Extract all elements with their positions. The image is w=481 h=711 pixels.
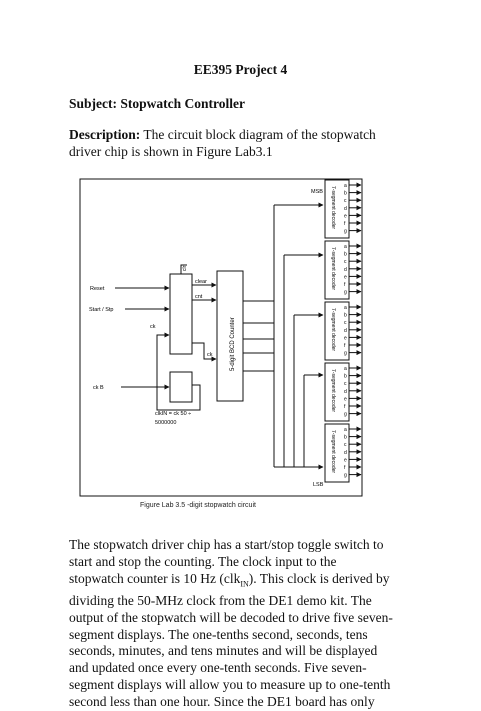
segment-label: f xyxy=(344,282,346,288)
segment-label: a xyxy=(344,244,347,250)
segment-label: b xyxy=(344,313,347,319)
segment-label: d xyxy=(344,450,347,456)
decoder-label: 7-segment decoder xyxy=(330,430,336,473)
lsb-label: LSB xyxy=(313,482,324,488)
segment-label: b xyxy=(344,191,347,197)
subject-value: Stopwatch Controller xyxy=(120,96,245,111)
body-paragraph: The stopwatch driver chip has a start/st… xyxy=(69,537,393,709)
segment-label: g xyxy=(344,351,347,357)
figure-caption: Figure Lab 3.5 -digit stopwatch circuit xyxy=(140,502,256,509)
control-block xyxy=(169,273,193,355)
segment-label: g xyxy=(344,229,347,235)
segment-label: f xyxy=(344,465,346,471)
bcd-counter-block xyxy=(216,270,244,402)
segment-label: c xyxy=(344,381,347,387)
decoder-label: 7-segment decoder xyxy=(330,369,336,412)
clock-divider-block xyxy=(169,371,193,403)
segment-label: c xyxy=(344,320,347,326)
description-paragraph: Description: The circuit block diagram o… xyxy=(69,127,376,159)
segment-label: e xyxy=(344,213,347,219)
clock-formula-line1: clkIN = ck 50 ÷ xyxy=(155,411,191,417)
counter-label: 5-digit BCD Counter xyxy=(230,317,236,371)
decoder-label: 7-segment decoder xyxy=(330,247,336,290)
segment-label: a xyxy=(344,366,347,372)
subject-label: Subject xyxy=(69,96,113,111)
segment-label: g xyxy=(344,473,347,479)
decoder-label: 7-segment decoder xyxy=(330,186,336,229)
cnt-label: cnt xyxy=(195,294,203,300)
segment-label: d xyxy=(344,267,347,273)
segment-label: a xyxy=(344,183,347,189)
subject-line: Subject: Stopwatch Controller xyxy=(69,96,245,111)
page-title: EE395 Project 4 xyxy=(193,62,288,77)
segment-label: c xyxy=(344,259,347,265)
segment-label: f xyxy=(344,221,346,227)
reset-label: Reset xyxy=(90,286,105,292)
segment-label: e xyxy=(344,457,347,463)
segment-label: d xyxy=(344,206,347,212)
segment-label: a xyxy=(344,305,347,311)
chip-outline xyxy=(79,178,363,497)
segment-label: b xyxy=(344,374,347,380)
segment-label: f xyxy=(344,343,346,349)
segment-label: e xyxy=(344,396,347,402)
segment-label: g xyxy=(344,290,347,296)
segment-label: e xyxy=(344,335,347,341)
clr-label: clr xyxy=(182,265,188,271)
segment-label: d xyxy=(344,328,347,334)
segment-label: d xyxy=(344,389,347,395)
clear-label: clear xyxy=(195,279,207,285)
segment-label: b xyxy=(344,252,347,258)
start-stop-label: Start / Stp xyxy=(89,307,113,313)
clock-in-label: ck B xyxy=(93,385,104,391)
description-label: Description xyxy=(69,127,136,142)
clk-n-label-mid: ck xyxy=(207,352,213,358)
segment-label: b xyxy=(344,435,347,441)
segment-label: c xyxy=(344,442,347,448)
decoder-label: 7-segment decoder xyxy=(330,308,336,351)
description-text: The circuit block diagram of the stopwat… xyxy=(69,127,376,159)
segment-label: f xyxy=(344,404,346,410)
clk-n-label-top: ck xyxy=(150,324,156,330)
segment-label: a xyxy=(344,427,347,433)
clock-formula-line2: 5000000 xyxy=(155,420,176,426)
segment-label: e xyxy=(344,274,347,280)
msb-label: MSB xyxy=(311,189,323,195)
segment-label: c xyxy=(344,198,347,204)
segment-label: g xyxy=(344,412,347,418)
